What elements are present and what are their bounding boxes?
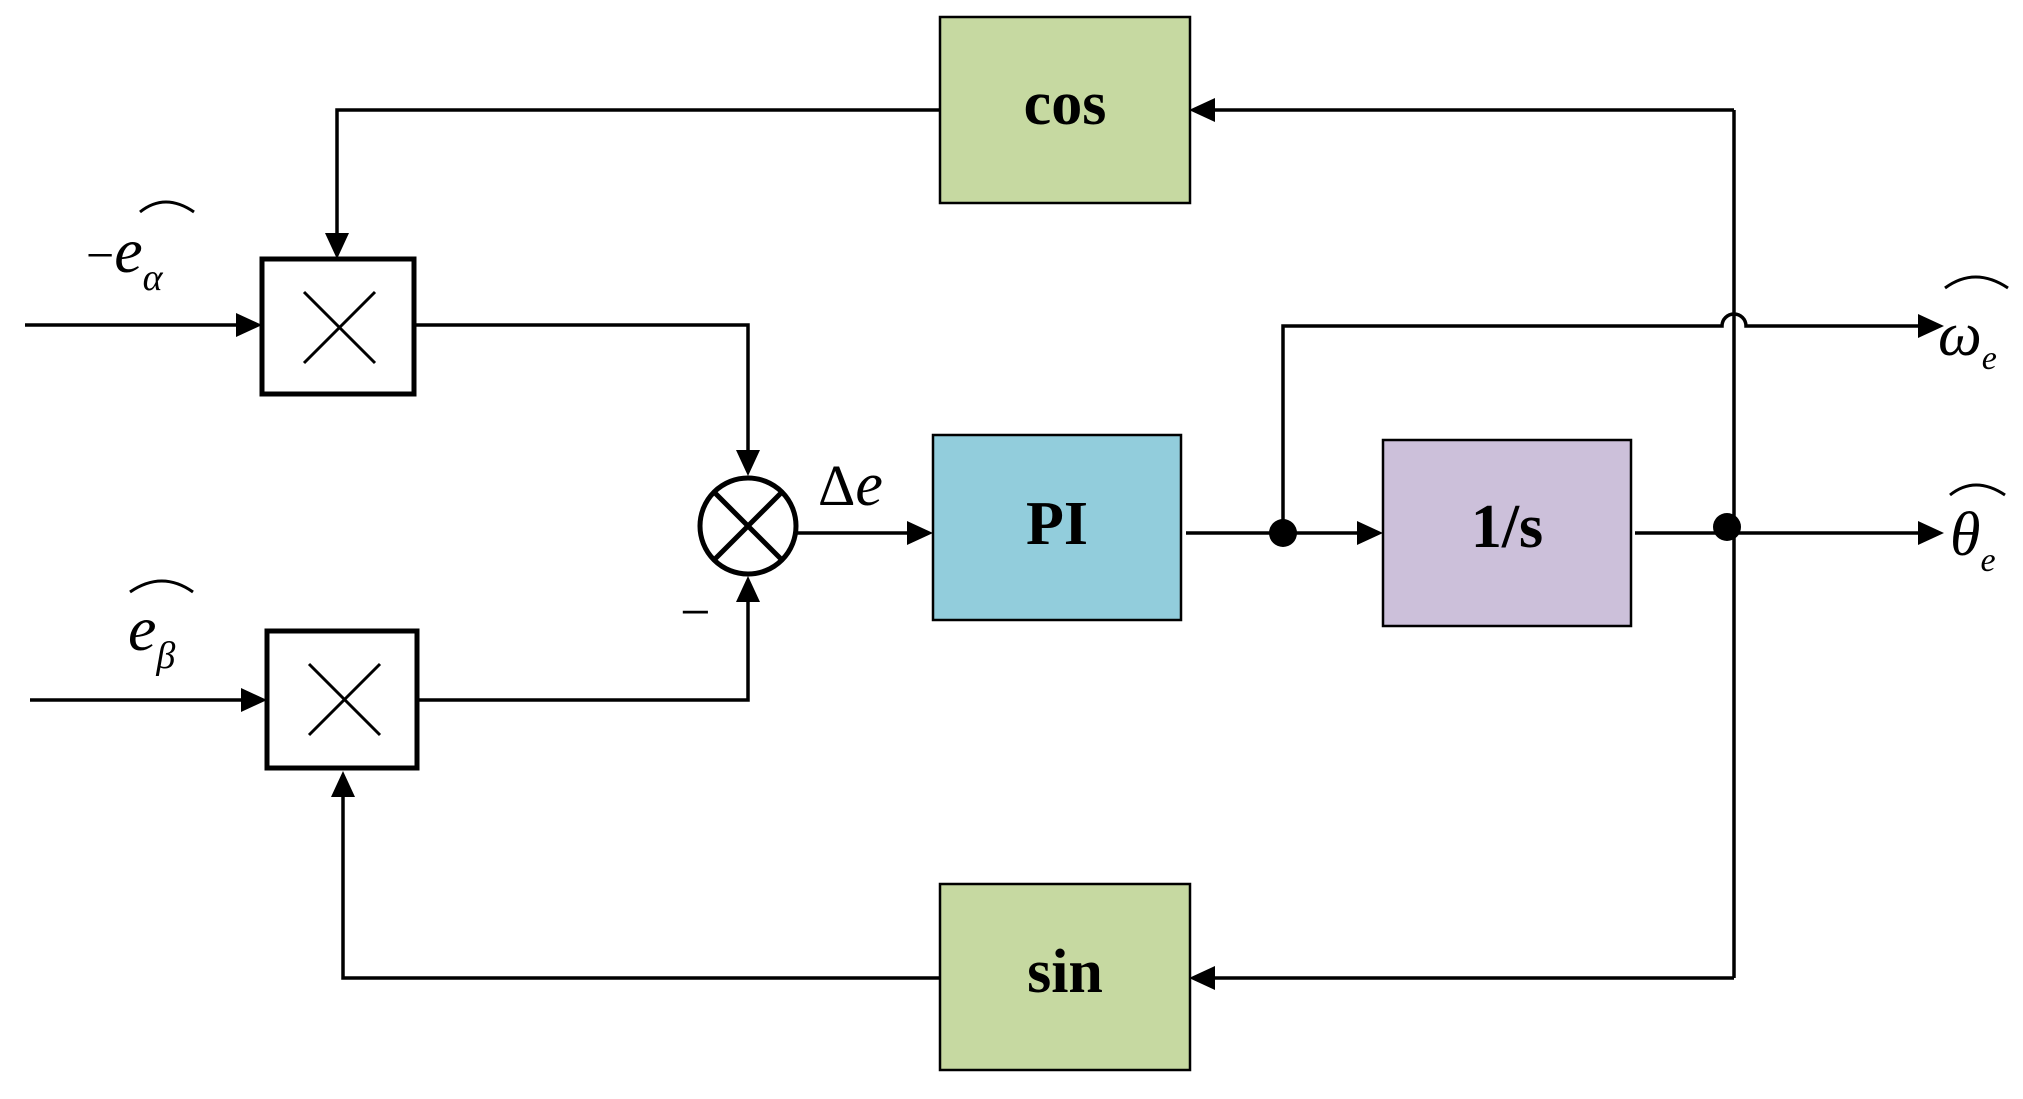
multiplier-alpha-cross-b — [302, 290, 377, 365]
wire-sin-to-mult2 — [341, 792, 944, 980]
label-omega-hat — [1944, 275, 2009, 290]
label-e-beta: eβ — [128, 579, 194, 677]
arrowhead-theta-output — [1918, 521, 1944, 545]
arrowhead-to-pi — [907, 521, 933, 545]
label-e-alpha: −eα — [86, 200, 195, 299]
label-theta-hat — [1949, 483, 2006, 497]
arrowhead-e-alpha — [236, 313, 262, 337]
summing-junction — [697, 475, 799, 577]
label-delta-e-text: Δe — [818, 451, 883, 519]
pi-block: PI — [931, 433, 1183, 622]
arrowhead-omega-output — [1918, 314, 1944, 338]
wire-mult2-to-sum — [418, 595, 750, 702]
sin-block: sin — [938, 882, 1192, 1072]
summing-junction-cross-b — [712, 490, 784, 562]
junction-dot-pi-output — [1269, 519, 1297, 547]
arrowhead-sum-top — [736, 450, 760, 476]
label-e-alpha-hat — [139, 200, 195, 214]
multiplier-beta — [264, 628, 420, 771]
integrator-block: 1/s — [1381, 438, 1633, 628]
label-theta-text: θe — [1950, 501, 1996, 579]
label-e-beta-hat — [129, 579, 194, 594]
integrator-block-label: 1/s — [1471, 493, 1543, 561]
label-e-alpha-text: −eα — [86, 215, 164, 299]
arrowhead-sum-bottom — [736, 576, 760, 602]
cos-block: cos — [938, 15, 1192, 205]
wire-cos-to-mult1 — [335, 108, 944, 238]
label-delta-e: Δe — [818, 451, 883, 519]
label-omega: ωe — [1938, 275, 2009, 377]
wire-mult1-to-sum — [415, 323, 750, 465]
arrowhead-to-sin — [1189, 966, 1215, 990]
arrowhead-e-beta — [241, 688, 267, 712]
arrowheads — [236, 98, 1944, 990]
wires — [25, 108, 1930, 980]
label-theta: θe — [1949, 483, 2006, 579]
junction-dot-theta — [1713, 513, 1741, 541]
label-sum-minus: − — [680, 582, 710, 642]
pi-block-label: PI — [1026, 490, 1088, 558]
label-e-beta-text: eβ — [128, 593, 175, 677]
cos-block-label: cos — [1024, 70, 1107, 138]
pi-block-box — [931, 433, 1183, 622]
multiplier-beta-box — [264, 628, 420, 771]
cos-block-box — [938, 15, 1192, 205]
arrowhead-to-integrator — [1357, 521, 1383, 545]
multiplier-alpha — [259, 256, 417, 397]
sin-block-label: sin — [1027, 938, 1103, 1006]
multiplier-beta-cross-b — [307, 662, 382, 737]
integrator-block-box — [1381, 438, 1633, 628]
arrowhead-cos-to-mult1 — [325, 233, 349, 259]
label-omega-text: ωe — [1938, 301, 1997, 377]
sin-block-box — [938, 882, 1192, 1072]
arrowhead-sin-to-mult2 — [331, 771, 355, 797]
arrowhead-to-cos — [1189, 98, 1215, 122]
